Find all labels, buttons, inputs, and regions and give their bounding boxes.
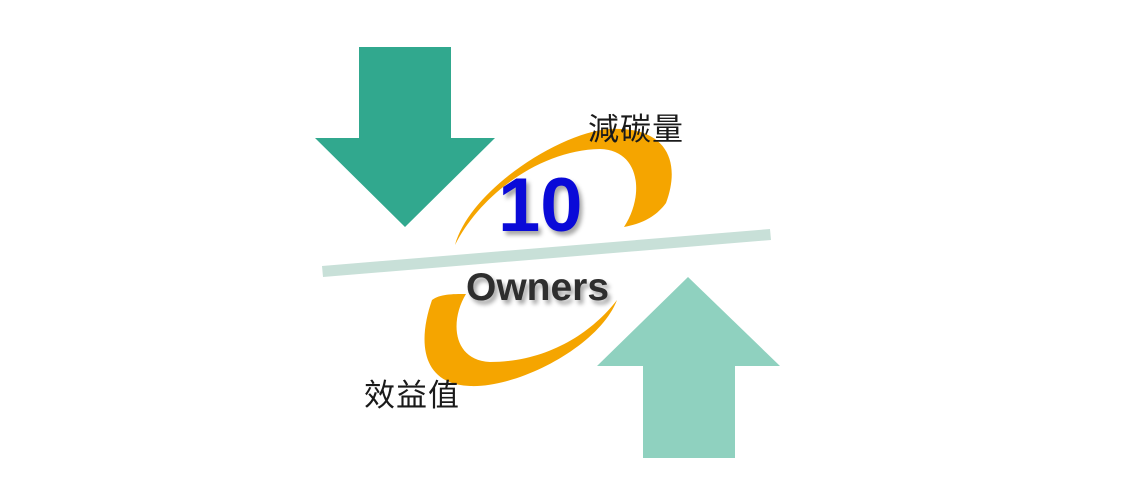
benefit-value-label: 效益值 [364, 378, 460, 414]
up-arrow [597, 277, 780, 458]
owners-label: Owners [466, 266, 610, 309]
swoosh-bottom [424, 294, 617, 387]
down-arrow [315, 47, 495, 227]
owners-count: 10 [498, 163, 583, 248]
divider-bar [322, 229, 771, 277]
swoosh-top [455, 128, 672, 245]
carbon-reduction-label: 減碳量 [588, 112, 684, 148]
